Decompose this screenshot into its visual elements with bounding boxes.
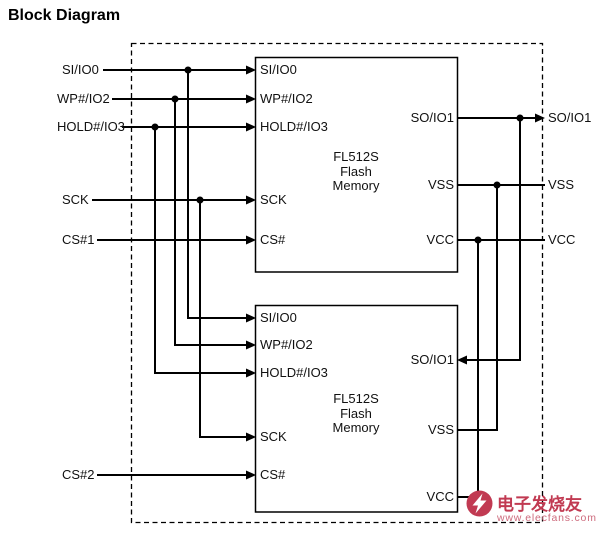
chip1-pin-vcc: VCC — [426, 232, 454, 247]
chip2-pin-vcc: VCC — [426, 489, 454, 504]
chip1-pin-wp-io2: WP#/IO2 — [260, 91, 313, 106]
chip2-title: FL512S Flash Memory — [332, 391, 380, 435]
external-pin-vss: VSS — [548, 177, 575, 192]
chip2-pin-si-io0: SI/IO0 — [260, 310, 297, 325]
chip2-pin-vss: VSS — [427, 422, 454, 437]
external-pin-hold-io3: HOLD#/IO3 — [57, 119, 125, 134]
external-pin-so-io1: SO/IO1 — [548, 110, 592, 125]
chip2-pin-so-io1: SO/IO1 — [410, 352, 454, 367]
chip2-pin-sck: SCK — [260, 429, 287, 444]
page-title: Block Diagram — [8, 7, 121, 24]
chip2-pin-cs: CS# — [260, 467, 286, 482]
external-pin-cs1: CS#1 — [62, 232, 95, 247]
watermark-url: www.elecfans.com — [497, 512, 597, 524]
external-pin-cs2: CS#2 — [62, 467, 95, 482]
chip2-pin-hold-io3: HOLD#/IO3 — [260, 365, 328, 380]
chip1-pin-sck: SCK — [260, 192, 287, 207]
chip1-pin-hold-io3: HOLD#/IO3 — [260, 119, 328, 134]
external-pin-sck: SCK — [62, 192, 89, 207]
external-pin-vcc: VCC — [548, 232, 576, 247]
external-pin-si-io0: SI/IO0 — [62, 62, 99, 77]
chip1-pin-cs: CS# — [260, 232, 286, 247]
chip1-title: FL512S Flash Memory — [332, 149, 380, 193]
chip1-pin-vss: VSS — [427, 177, 454, 192]
watermark-brand: 电子发烧友 — [497, 495, 582, 514]
elecfans-logo-icon — [466, 490, 493, 517]
chip1-pin-so-io1: SO/IO1 — [410, 110, 454, 125]
watermark: 电子发烧友 www.elecfans.com — [466, 487, 596, 531]
external-pin-wp-io2: WP#/IO2 — [57, 91, 110, 106]
package-boundary — [130, 42, 544, 524]
chip2-pin-wp-io2: WP#/IO2 — [260, 337, 313, 352]
chip1-pin-si-io0: SI/IO0 — [260, 62, 297, 77]
